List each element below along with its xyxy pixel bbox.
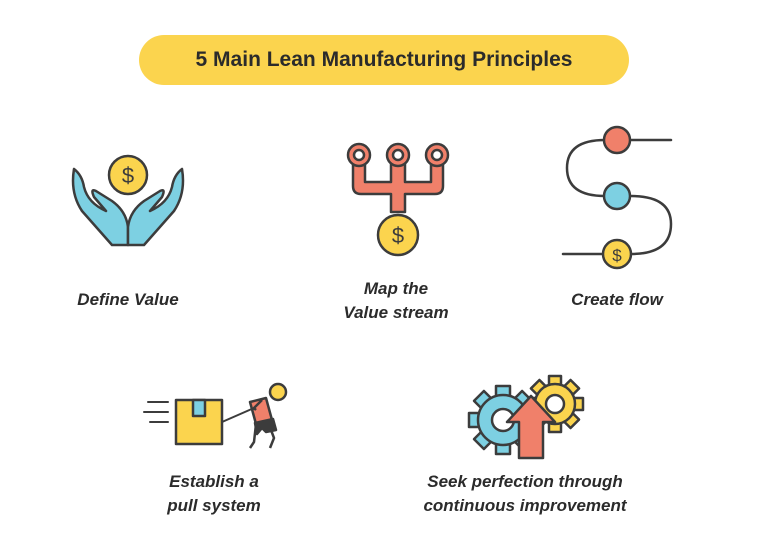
coin-symbol: $ (392, 223, 404, 248)
label-create-flow: Create flow (571, 290, 663, 309)
value-stream-icon: $ (346, 142, 450, 257)
label-seek-perfection: Seek perfection through continuous impro… (423, 472, 627, 515)
flow-path-icon: $ (561, 125, 673, 270)
title-banner: 5 Main Lean Manufacturing Principles (139, 35, 629, 85)
coin-symbol: $ (122, 163, 134, 188)
gears-arrow-icon (467, 374, 585, 460)
person-pulling-box-icon (143, 382, 288, 449)
label-define-value: Define Value (77, 290, 179, 309)
page-title: 5 Main Lean Manufacturing Principles (195, 48, 573, 71)
label-map-value-stream: Map the Value stream (343, 279, 449, 322)
label-pull-system: Establish a pull system (167, 472, 261, 515)
hands-coin-icon: $ (71, 154, 185, 247)
coin-symbol: $ (612, 246, 622, 265)
